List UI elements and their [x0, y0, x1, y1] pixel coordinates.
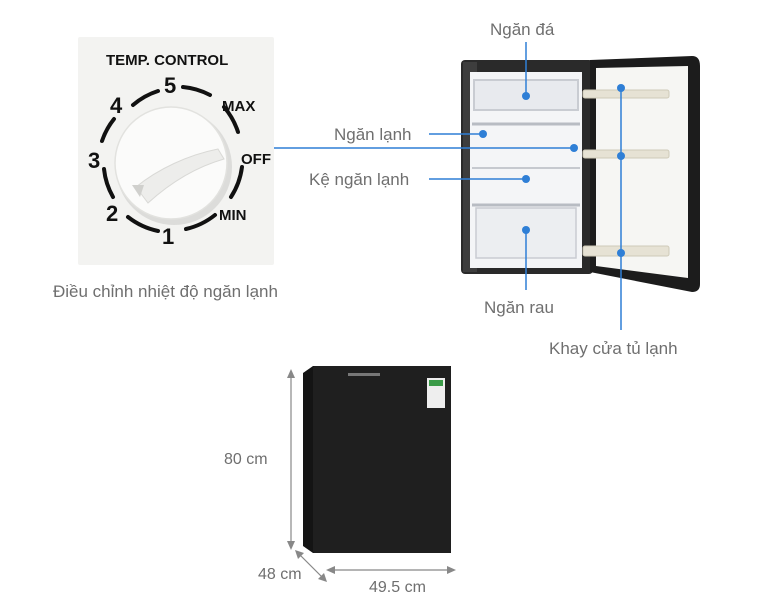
door-tray-bottom [582, 245, 670, 257]
door-liner [596, 66, 688, 278]
closed-fridge-front [313, 366, 451, 553]
thermostat-title: TEMP. CONTROL [106, 52, 229, 69]
thermostat-caption: Điều chỉnh nhiệt độ ngăn lạnh [53, 282, 278, 301]
brand-logo [348, 373, 380, 376]
dimension-depth: 48 cm [258, 566, 302, 583]
dial-min-label: MIN [219, 207, 247, 224]
dial-number-2: 2 [106, 201, 119, 226]
door-tray-top [582, 89, 670, 99]
dial-number-1: 1 [162, 224, 175, 249]
door-tray-middle [582, 149, 670, 159]
callout-crisper: Ngăn rau [484, 298, 554, 317]
callout-ice-compartment: Ngăn đá [490, 20, 555, 39]
callout-fridge-compartment: Ngăn lạnh [334, 125, 412, 144]
dial-max-label: MAX [222, 98, 256, 115]
callout-door-tray: Khay cửa tủ lạnh [549, 339, 678, 358]
dimension-width: 49.5 cm [369, 579, 426, 596]
dial-number-5: 5 [164, 73, 177, 98]
dial-number-4: 4 [110, 93, 123, 118]
dial-off-label: OFF [241, 151, 271, 168]
dimension-height: 80 cm [224, 451, 268, 468]
dial-number-3: 3 [88, 148, 101, 173]
thermostat-dial-graphic [100, 85, 244, 233]
callout-fridge-shelf: Kệ ngăn lạnh [309, 170, 410, 189]
thermostat-panel: TEMP. CONTROL 5 4 3 2 1 MAX OFF MIN [78, 37, 274, 265]
